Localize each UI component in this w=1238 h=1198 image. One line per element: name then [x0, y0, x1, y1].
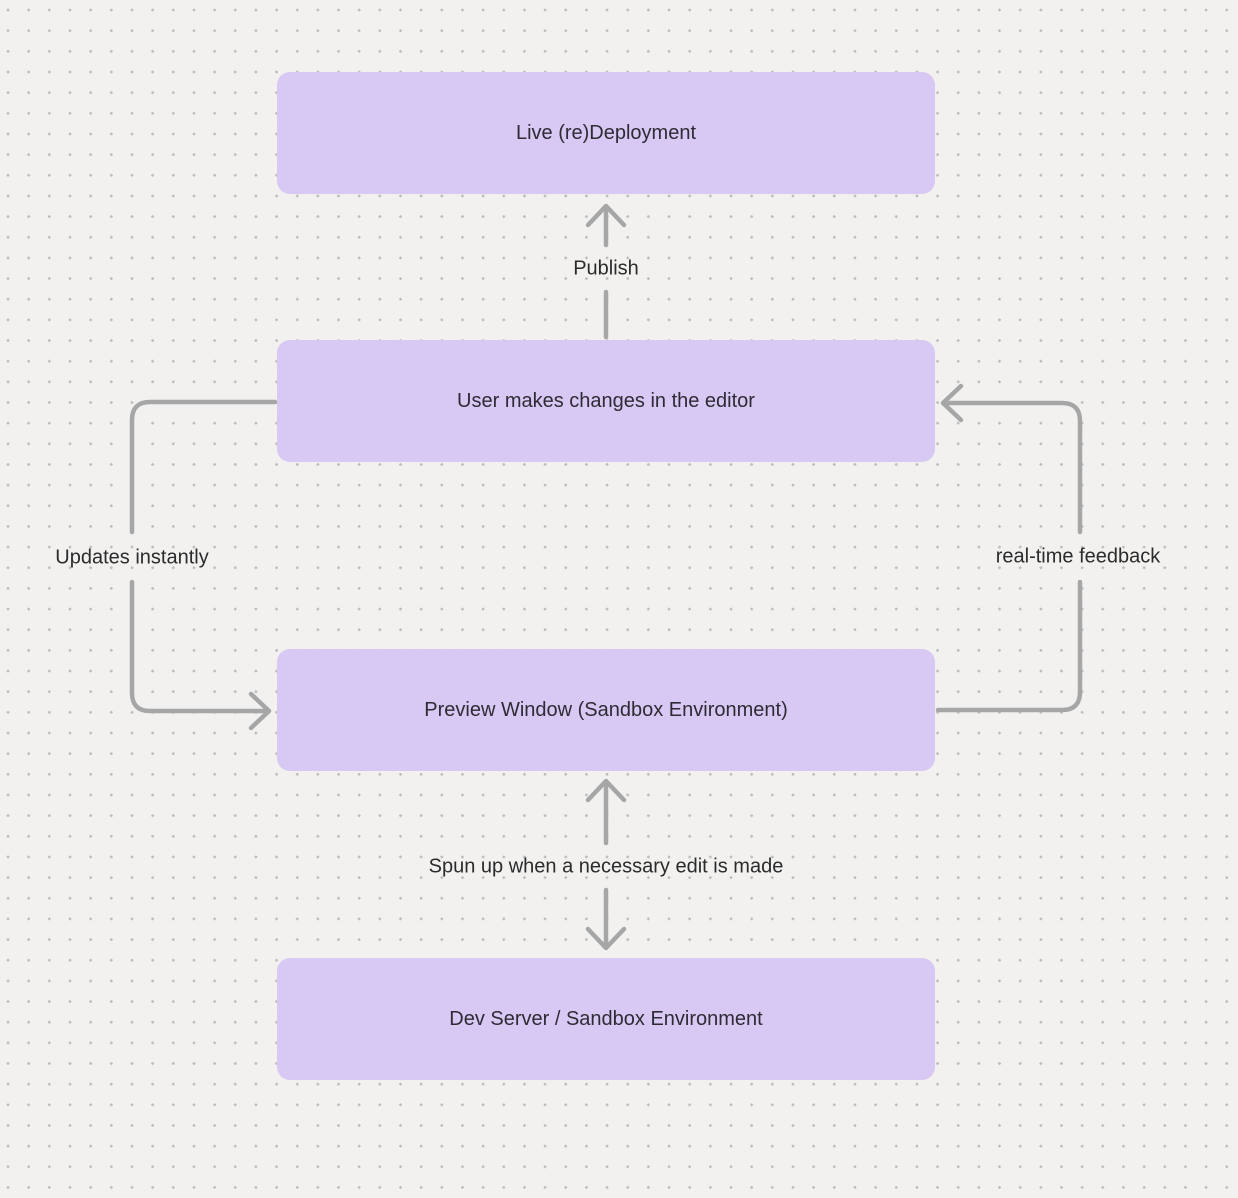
node-dev-server[interactable]: Dev Server / Sandbox Environment [277, 958, 935, 1080]
edge-label-spun-up: Spun up when a necessary edit is made [428, 855, 784, 878]
node-live-deployment[interactable]: Live (re)Deployment [277, 72, 935, 194]
arrowhead-up-icon [585, 203, 627, 228]
node-user-edits[interactable]: User makes changes in the editor [277, 340, 935, 462]
node-label: Live (re)Deployment [515, 121, 697, 144]
arrowhead-down-icon [585, 926, 627, 951]
node-label: User makes changes in the editor [457, 389, 755, 412]
edge-label-updates-instantly: Updates instantly [55, 546, 209, 569]
arrowhead-up-icon [585, 778, 627, 803]
node-label: Dev Server / Sandbox Environment [449, 1007, 763, 1030]
edge-label-realtime-feedback: real-time feedback [995, 545, 1161, 568]
node-preview-window[interactable]: Preview Window (Sandbox Environment) [277, 649, 935, 771]
arrowhead-left-icon [940, 383, 964, 423]
arrowhead-right-icon [248, 691, 272, 731]
node-label: Preview Window (Sandbox Environment) [424, 698, 788, 721]
edge-label-publish: Publish [573, 257, 639, 280]
